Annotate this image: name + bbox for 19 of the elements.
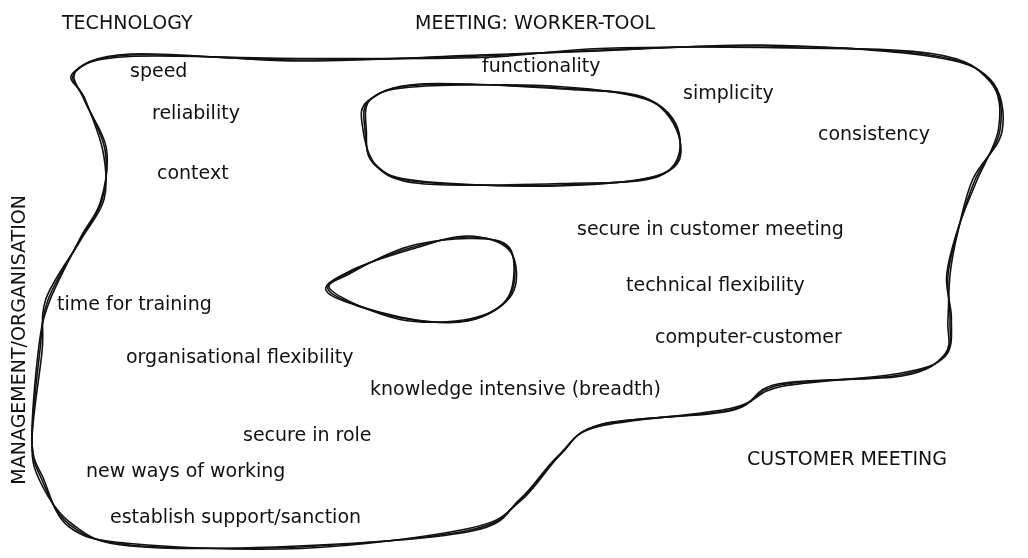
factor-label: secure in role xyxy=(243,422,372,446)
factor-label: consistency xyxy=(818,121,931,145)
factor-label: speed xyxy=(130,58,188,82)
factor-label: functionality xyxy=(482,53,601,77)
category-heading: TECHNOLOGY xyxy=(62,10,193,34)
factor-label: organisational flexibility xyxy=(126,344,354,368)
category-heading: CUSTOMER MEETING xyxy=(747,446,947,470)
factor-label: time for training xyxy=(57,291,212,315)
factor-label: context xyxy=(157,160,229,184)
factor-label: simplicity xyxy=(683,80,774,104)
category-heading: MANAGEMENT/ORGANISATION xyxy=(6,195,30,485)
factor-label: technical flexibility xyxy=(626,272,805,296)
factor-label: secure in customer meeting xyxy=(577,216,844,240)
category-heading: MEETING: WORKER-TOOL xyxy=(415,10,656,34)
factor-label: establish support/sanction xyxy=(110,504,362,528)
factor-label: reliability xyxy=(152,100,240,124)
factor-label: new ways of working xyxy=(86,458,286,482)
factor-label: knowledge intensive (breadth) xyxy=(370,376,661,400)
factor-label: computer-customer xyxy=(655,324,842,348)
